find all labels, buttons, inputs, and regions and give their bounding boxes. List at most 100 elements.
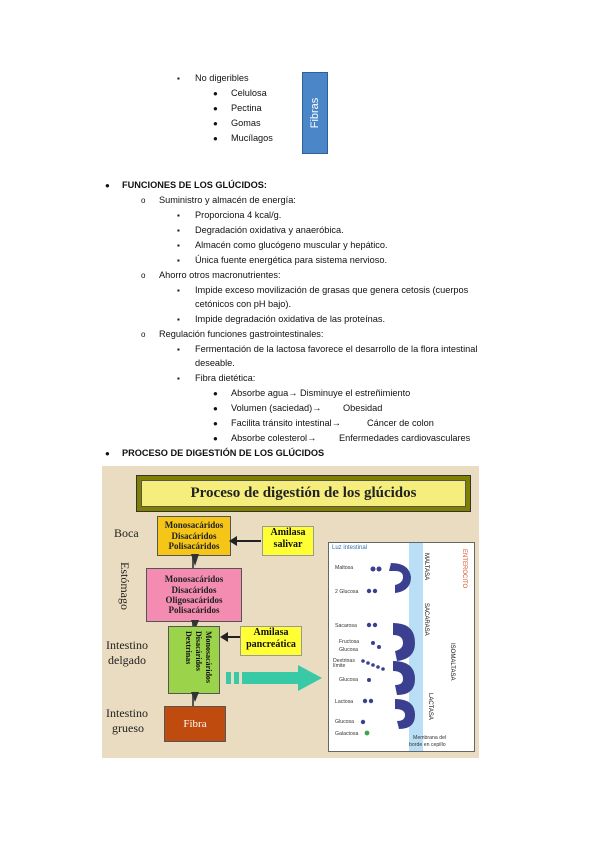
- enzyme-shapes: [360, 563, 415, 736]
- maltosa-molecule: [376, 566, 382, 572]
- luz-label: Luz intestinal: [332, 545, 368, 551]
- amilasa-text: Amilasa: [253, 627, 289, 638]
- section-item: Fibra dietética:: [195, 373, 256, 383]
- molecule-label: Dextrinas límite: [333, 658, 355, 670]
- bullet-square: ▪: [177, 226, 180, 235]
- molecule-label: Sacarosa: [335, 623, 357, 629]
- membrane-label: Membrana del: [413, 735, 447, 741]
- sacarosa-molecule: [372, 622, 378, 628]
- diagram-title: Proceso de digestión de los glúcidos: [141, 480, 466, 507]
- box-text: Monosacáridos: [204, 631, 213, 683]
- bullet-square: ▪: [177, 374, 180, 383]
- molecule-label: Glucosa: [339, 647, 359, 653]
- amilasa-text: pancreática: [246, 638, 296, 650]
- organ-label: Boca: [114, 526, 139, 540]
- glucosa-molecule: [377, 645, 381, 649]
- molecule-label: Fructosa: [339, 639, 360, 645]
- intestinal-inset: Luz intestinal ENTEROCITO Maltosa 2 Gluc…: [328, 542, 475, 752]
- section-item: Impide degradación oxidativa de las prot…: [195, 314, 385, 324]
- section-item-cont: deseable.: [195, 358, 235, 368]
- amilasa-salivar: Amilasa salivar: [262, 526, 314, 556]
- box-text: Oligosacáridos: [165, 595, 223, 605]
- box-boca: Monosacáridos Disacáridos Polisacáridos: [157, 516, 231, 556]
- organ-label: delgado: [108, 653, 146, 667]
- fibras-item: Mucílagos: [231, 133, 273, 143]
- amilasa-pancreatica: Amilasa pancreática: [240, 626, 302, 656]
- bullet-square: ▪: [177, 345, 180, 354]
- section-heading: Suministro y almacén de energía:: [159, 195, 296, 205]
- arrow-line: [233, 540, 261, 542]
- molecule-label: Lactosa: [335, 699, 354, 705]
- arrow-down-icon: [191, 554, 199, 566]
- section-heading: Ahorro otros macronutrientes:: [159, 270, 281, 280]
- fibra-effect: Absorbe agua→ Disminuye el estreñimiento: [231, 388, 411, 398]
- arrow-right-icon: [298, 665, 322, 691]
- lactosa-molecule: [368, 698, 374, 704]
- section-item: Única fuente energética para sistema ner…: [195, 255, 388, 265]
- bullet-dot: ●: [213, 134, 218, 143]
- arrow-body: [242, 672, 300, 684]
- dextrina-molecule: [361, 659, 365, 663]
- membrane-band: [409, 543, 423, 751]
- isomaltasa-enzyme-shape: [393, 661, 415, 695]
- dextrina-molecule: [366, 661, 370, 665]
- organ-label: grueso: [112, 721, 144, 735]
- amilasa-text: Amilasa: [270, 527, 306, 538]
- molecule-label: Galactosa: [335, 731, 359, 737]
- bullet-square: ▪: [177, 211, 180, 220]
- section-heading: Regulación funciones gastrointestinales:: [159, 329, 324, 339]
- molecule-label: Glucosa: [339, 677, 359, 683]
- bullet-dot: ●: [105, 449, 110, 458]
- box-text: Disacáridos: [171, 584, 217, 595]
- bullet-square: ▪: [177, 256, 180, 265]
- fibras-title: No digeribles: [195, 73, 249, 83]
- arrow-left-icon: [229, 536, 237, 546]
- bullet-dot: ●: [213, 404, 218, 413]
- bullet-square: ▪: [177, 315, 180, 324]
- box-fibra: Fibra: [164, 706, 226, 742]
- arrow-left-icon: [220, 632, 228, 642]
- fibra-effect: Facilita tránsito intestinal→: [231, 418, 341, 428]
- box-text: Disacáridos: [194, 631, 203, 671]
- bullet-square: ▪: [177, 74, 180, 83]
- section-item-cont: cetónicos con pH bajo).: [195, 299, 292, 309]
- amilasa-text: salivar: [273, 538, 303, 550]
- bullet-circle: o: [141, 271, 146, 280]
- box-text: Monosacáridos: [164, 574, 224, 585]
- organ-label: Intestino: [106, 638, 148, 652]
- glucosa-molecule: [371, 641, 375, 645]
- dextrina-molecule: [371, 663, 375, 667]
- arrow-down-icon: [191, 620, 199, 630]
- fibras-item: Pectina: [231, 103, 262, 113]
- section-item: Degradación oxidativa y anaeróbica.: [195, 225, 344, 235]
- section-item: Almacén como glucógeno muscular y hepáti…: [195, 240, 388, 250]
- fibras-box-label: Fibras: [309, 97, 321, 129]
- maltosa-molecule: [370, 566, 376, 572]
- digestion-diagram: Proceso de digestión de los glúcidos Boc…: [102, 466, 479, 758]
- bullet-circle: o: [141, 196, 146, 205]
- box-intestino: Monosacáridos Disacáridos Dextrinas: [168, 626, 220, 694]
- molecule-label: 2 Glucosa: [335, 589, 359, 595]
- bullet-square: ▪: [177, 286, 180, 295]
- bullet-dot: ●: [213, 119, 218, 128]
- box-text: Dextrinas: [184, 631, 193, 665]
- arrow-down-icon: [191, 692, 199, 702]
- fibra-effect: Volumen (saciedad)→: [231, 403, 322, 413]
- bullet-square: ▪: [177, 241, 180, 250]
- molecule-label: Glucosa: [335, 719, 355, 725]
- box-text: Polisacáridos: [168, 541, 220, 552]
- maltasa-enzyme-shape: [389, 563, 411, 593]
- fibra-effect-result: Obesidad: [343, 403, 383, 413]
- section-item: Impide exceso movilización de grasas que…: [195, 285, 469, 295]
- organ-label: Intestino: [106, 706, 148, 720]
- molecule-label: Maltosa: [335, 565, 354, 571]
- dextrina-molecule: [381, 667, 385, 671]
- bullet-circle: o: [141, 330, 146, 339]
- lactosa-molecule: [362, 698, 368, 704]
- membrane-label: borde en cepillo: [409, 742, 446, 748]
- section-item: Proporciona 4 kcal/g.: [195, 210, 282, 220]
- fibra-effect: Absorbe colesterol→: [231, 433, 317, 443]
- lactasa-enzyme-shape: [395, 699, 415, 729]
- fibra-effect-result: Enfermedades cardiovasculares: [339, 433, 471, 443]
- bullet-dot: ●: [213, 104, 218, 113]
